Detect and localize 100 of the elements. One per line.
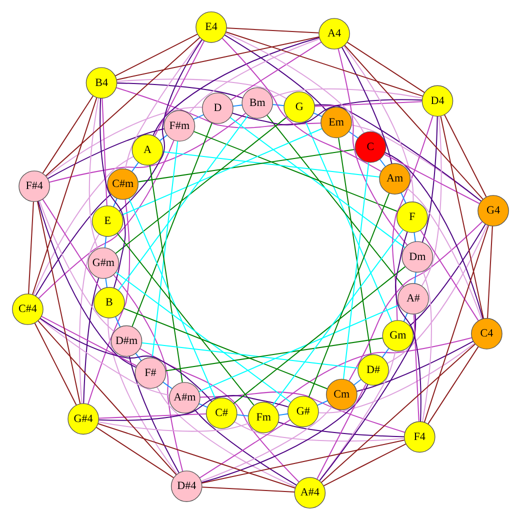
connector <box>427 346 478 424</box>
connector <box>266 114 404 287</box>
connector <box>394 232 421 422</box>
connector <box>115 272 290 403</box>
node-circle: Cm <box>326 378 357 410</box>
connector <box>116 36 319 80</box>
connector <box>152 37 319 136</box>
node-circle: G <box>283 91 314 123</box>
node-circle: F# <box>134 357 166 389</box>
connector <box>116 82 242 99</box>
connector <box>116 87 320 128</box>
connector <box>413 232 416 242</box>
connector <box>114 34 198 76</box>
connector <box>98 395 288 421</box>
connector <box>45 37 200 176</box>
connector <box>40 316 137 366</box>
connector <box>32 97 97 295</box>
node-circle: F <box>396 202 428 233</box>
connector <box>131 162 138 172</box>
connector <box>272 229 403 406</box>
connector <box>48 112 246 183</box>
connector <box>198 304 399 392</box>
connector <box>194 409 296 486</box>
connector <box>308 193 390 398</box>
connector <box>42 96 93 174</box>
connector <box>230 42 322 100</box>
node-circle: Fm <box>247 402 279 434</box>
node-circle: C#4 <box>12 294 43 325</box>
connector <box>38 200 114 332</box>
connector <box>381 348 389 358</box>
node-circle: G# <box>286 396 318 428</box>
node-circle: Bm <box>241 87 273 119</box>
connector <box>128 356 179 474</box>
connector <box>28 202 34 294</box>
node-circle: C#m <box>106 168 138 200</box>
node-circle: F4 <box>403 421 435 453</box>
connector <box>225 32 423 97</box>
connector <box>384 152 483 319</box>
connector <box>340 47 392 164</box>
connector <box>224 32 364 134</box>
connector <box>47 128 164 179</box>
connector <box>151 141 178 358</box>
connector <box>421 116 438 242</box>
connector <box>278 422 404 438</box>
node-circle: A <box>131 134 163 166</box>
node-circle: G#m <box>87 247 119 279</box>
connector <box>42 198 101 290</box>
connector <box>312 112 322 117</box>
node-circle: F#4 <box>18 170 50 202</box>
connector <box>158 134 167 142</box>
connector <box>200 392 405 433</box>
node-circle: A# <box>397 283 428 314</box>
connector <box>224 34 326 111</box>
node-circle: G#4 <box>67 403 98 435</box>
connector <box>200 406 332 482</box>
connector <box>202 486 294 493</box>
connector <box>116 232 254 406</box>
node-circle: A#4 <box>294 477 326 508</box>
connector <box>37 200 136 368</box>
connector <box>98 413 206 419</box>
connector <box>420 116 442 286</box>
connector <box>162 151 379 178</box>
connector <box>392 116 433 320</box>
node-circle: D <box>202 92 233 124</box>
connector <box>116 78 286 99</box>
connector <box>384 154 480 204</box>
connector <box>34 322 76 406</box>
connector <box>37 320 176 475</box>
node-circle: Gm <box>382 320 414 352</box>
connector <box>342 162 369 380</box>
connector <box>236 414 248 416</box>
connector <box>232 99 422 126</box>
connector <box>198 403 208 408</box>
node-circle: E4 <box>195 12 226 43</box>
connector <box>406 188 482 320</box>
node-circle: D4 <box>421 85 453 117</box>
connector <box>78 234 99 404</box>
connector <box>156 386 296 488</box>
connector <box>351 124 481 202</box>
connector <box>316 400 328 406</box>
node-circle: A4 <box>318 18 350 50</box>
connector <box>118 115 248 290</box>
connector <box>121 128 322 216</box>
connector <box>104 278 107 288</box>
node-circle: G4 <box>477 195 508 226</box>
connector <box>97 423 295 488</box>
connector <box>400 192 406 204</box>
node-circle: D#4 <box>170 470 202 502</box>
connector <box>337 48 408 246</box>
connector <box>414 272 416 284</box>
connector <box>38 140 174 299</box>
node-circle: A#m <box>168 382 200 414</box>
connector <box>314 101 422 107</box>
connector <box>138 148 355 182</box>
connector <box>221 38 381 172</box>
connector <box>34 194 111 296</box>
connector <box>234 421 404 442</box>
connector <box>118 39 202 212</box>
connector <box>304 121 392 322</box>
connector <box>36 201 80 404</box>
